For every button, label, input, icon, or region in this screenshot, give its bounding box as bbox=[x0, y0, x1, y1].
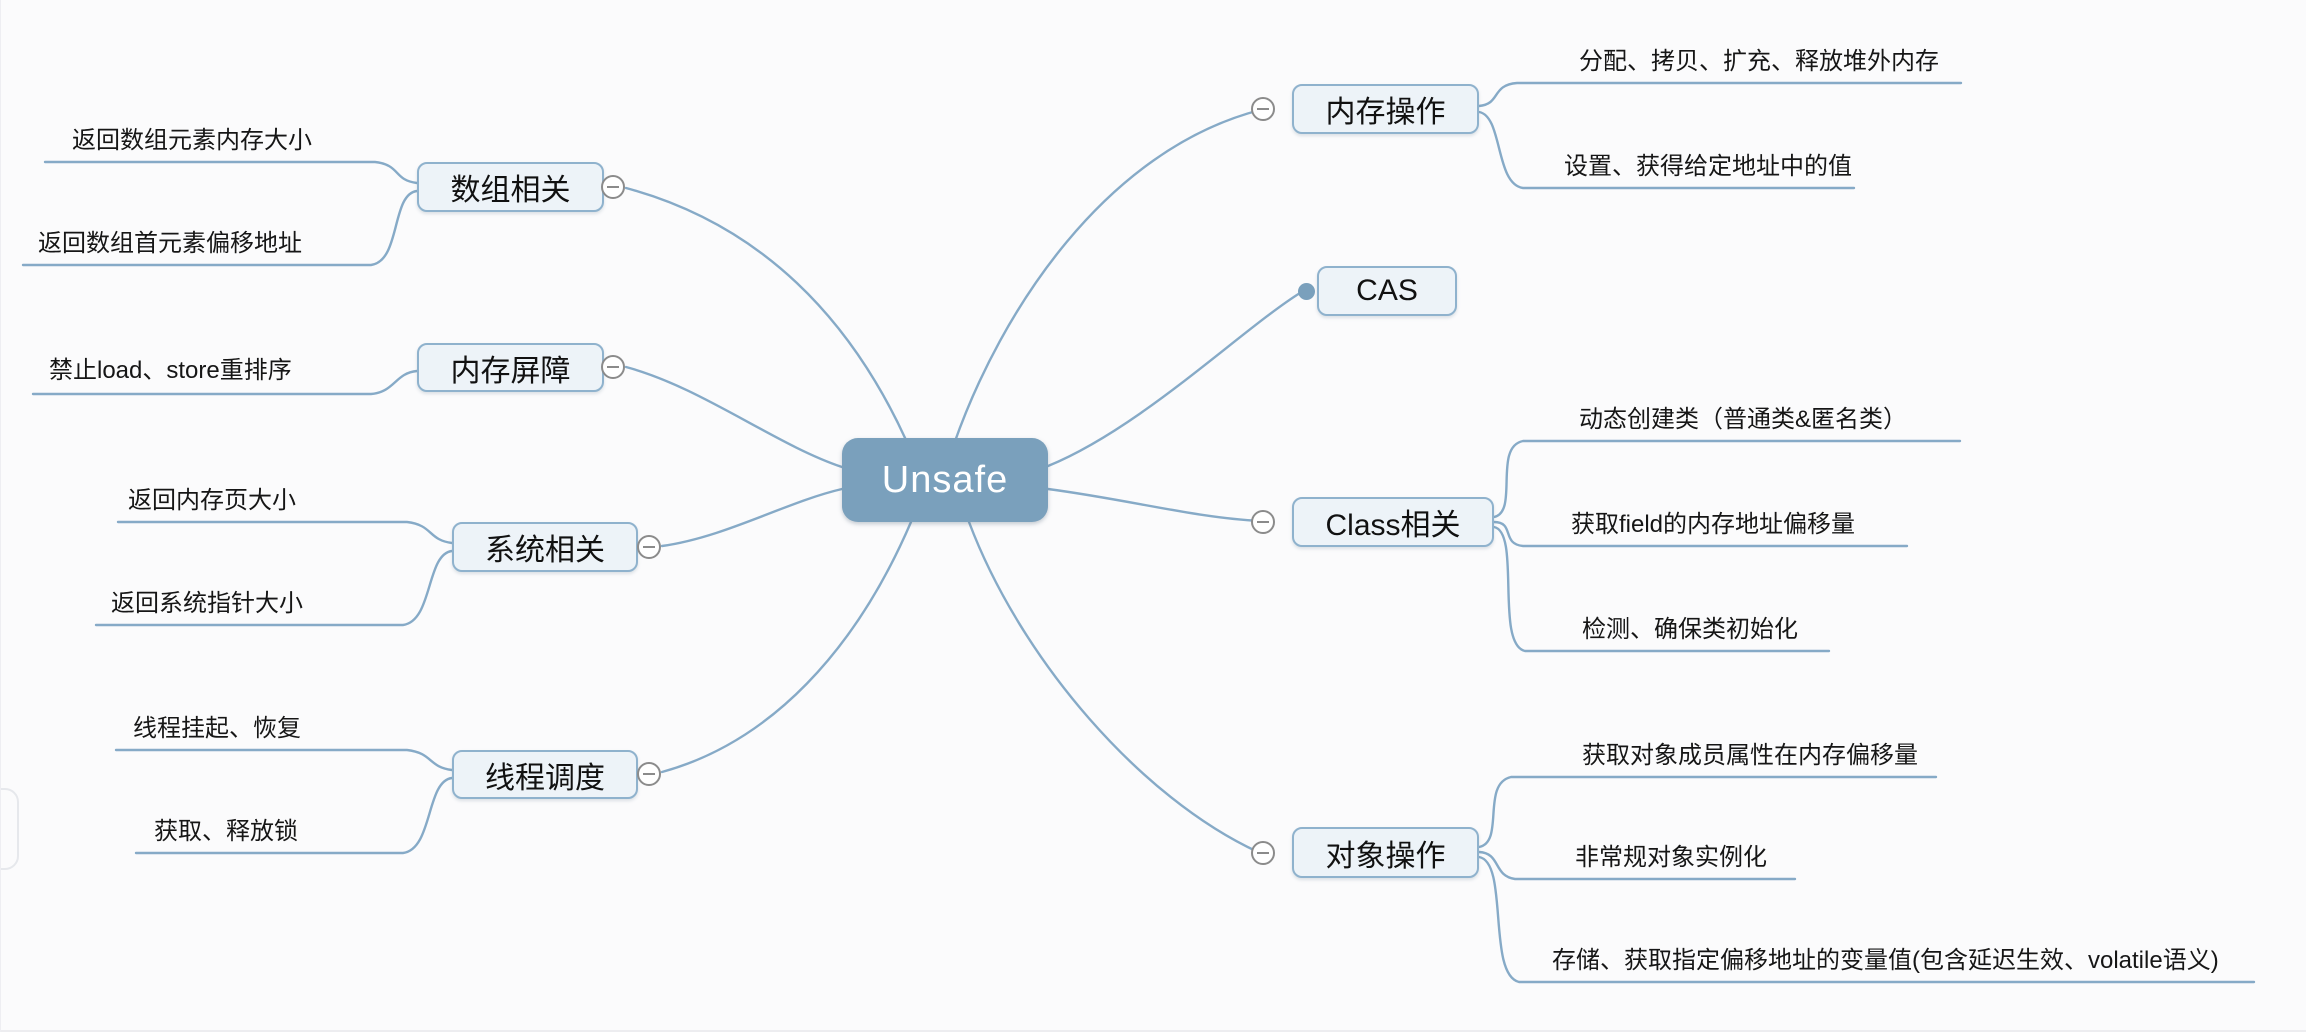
minus-glyph bbox=[1257, 521, 1269, 523]
edge-root-memory-barrier bbox=[624, 365, 844, 469]
leaf-thread-sched-1[interactable]: 获取、释放锁 bbox=[154, 818, 298, 845]
minus-glyph bbox=[607, 366, 619, 368]
leaf-class-related-0[interactable]: 动态创建类（普通类&匿名类） bbox=[1579, 406, 1908, 433]
connector-dot-icon bbox=[1298, 283, 1315, 300]
edge-root-memory-ops bbox=[952, 108, 1262, 446]
edge-thread-sched-child-1 bbox=[134, 776, 454, 855]
clipped-node-corner bbox=[1, 788, 19, 870]
edge-system-related-child-0 bbox=[116, 520, 454, 545]
collapse-minus-icon[interactable] bbox=[601, 175, 625, 199]
leaf-array-related-1[interactable]: 返回数组首元素偏移地址 bbox=[38, 230, 302, 257]
edge-object-ops-child-2 bbox=[1477, 855, 2256, 984]
leaf-class-related-1[interactable]: 获取field的内存地址偏移量 bbox=[1571, 511, 1856, 538]
minus-glyph bbox=[643, 773, 655, 775]
minus-glyph bbox=[1257, 108, 1269, 110]
collapse-minus-icon[interactable] bbox=[637, 535, 661, 559]
node-array-related[interactable]: 数组相关 bbox=[417, 162, 604, 212]
edge-system-related-child-1 bbox=[94, 549, 454, 627]
edge-object-ops-child-1 bbox=[1477, 850, 1797, 881]
collapse-minus-icon[interactable] bbox=[1251, 97, 1275, 121]
edge-root-cas bbox=[1046, 291, 1302, 468]
leaf-object-ops-2[interactable]: 存储、获取指定偏移地址的变量值(包含延迟生效、volatile语义) bbox=[1552, 947, 2219, 974]
minus-glyph bbox=[1257, 852, 1269, 854]
edge-class-related-child-0 bbox=[1492, 439, 1962, 519]
edge-thread-sched-child-0 bbox=[114, 748, 454, 772]
collapse-minus-icon[interactable] bbox=[1251, 510, 1275, 534]
leaf-system-related-1[interactable]: 返回系统指针大小 bbox=[111, 590, 303, 617]
leaf-thread-sched-0[interactable]: 线程挂起、恢复 bbox=[133, 715, 301, 742]
edge-memory-barrier-child-0 bbox=[31, 369, 419, 396]
leaf-class-related-2[interactable]: 检测、确保类初始化 bbox=[1582, 616, 1798, 643]
edge-root-class-related bbox=[1046, 487, 1263, 523]
leaf-array-related-0[interactable]: 返回数组元素内存大小 bbox=[72, 127, 312, 154]
minus-glyph bbox=[643, 546, 655, 548]
collapse-minus-icon[interactable] bbox=[637, 762, 661, 786]
edge-root-thread-sched bbox=[660, 520, 913, 774]
edge-class-related-child-2 bbox=[1492, 525, 1831, 653]
root-node-unsafe[interactable]: Unsafe bbox=[842, 438, 1048, 522]
node-class-related[interactable]: Class相关 bbox=[1292, 497, 1494, 547]
leaf-memory-barrier-0[interactable]: 禁止load、store重排序 bbox=[49, 357, 292, 384]
node-cas[interactable]: CAS bbox=[1317, 266, 1457, 316]
edge-memory-ops-child-1 bbox=[1477, 110, 1856, 190]
edge-class-related-child-1 bbox=[1492, 520, 1909, 548]
edge-memory-ops-child-0 bbox=[1477, 81, 1963, 108]
leaf-object-ops-0[interactable]: 获取对象成员属性在内存偏移量 bbox=[1582, 742, 1918, 769]
leaf-memory-ops-0[interactable]: 分配、拷贝、扩充、释放堆外内存 bbox=[1579, 48, 1939, 75]
node-object-ops[interactable]: 对象操作 bbox=[1292, 827, 1479, 878]
edge-root-array-related bbox=[624, 186, 908, 442]
leaf-system-related-0[interactable]: 返回内存页大小 bbox=[128, 487, 296, 514]
node-thread-sched[interactable]: 线程调度 bbox=[452, 750, 638, 799]
edge-object-ops-child-0 bbox=[1477, 775, 1938, 849]
node-memory-barrier[interactable]: 内存屏障 bbox=[417, 343, 604, 392]
collapse-minus-icon[interactable] bbox=[601, 355, 625, 379]
collapse-minus-icon[interactable] bbox=[1251, 841, 1275, 865]
leaf-memory-ops-1[interactable]: 设置、获得给定地址中的值 bbox=[1564, 153, 1852, 180]
edge-root-object-ops bbox=[967, 520, 1260, 854]
node-system-related[interactable]: 系统相关 bbox=[452, 522, 638, 572]
node-memory-ops[interactable]: 内存操作 bbox=[1292, 84, 1479, 134]
edge-array-related-child-0 bbox=[43, 160, 419, 185]
edge-root-system-related bbox=[660, 487, 844, 548]
leaf-object-ops-1[interactable]: 非常规对象实例化 bbox=[1575, 844, 1767, 871]
minus-glyph bbox=[607, 186, 619, 188]
edge-array-related-child-1 bbox=[21, 189, 419, 267]
canvas-bottom-edge bbox=[1, 1030, 2306, 1032]
